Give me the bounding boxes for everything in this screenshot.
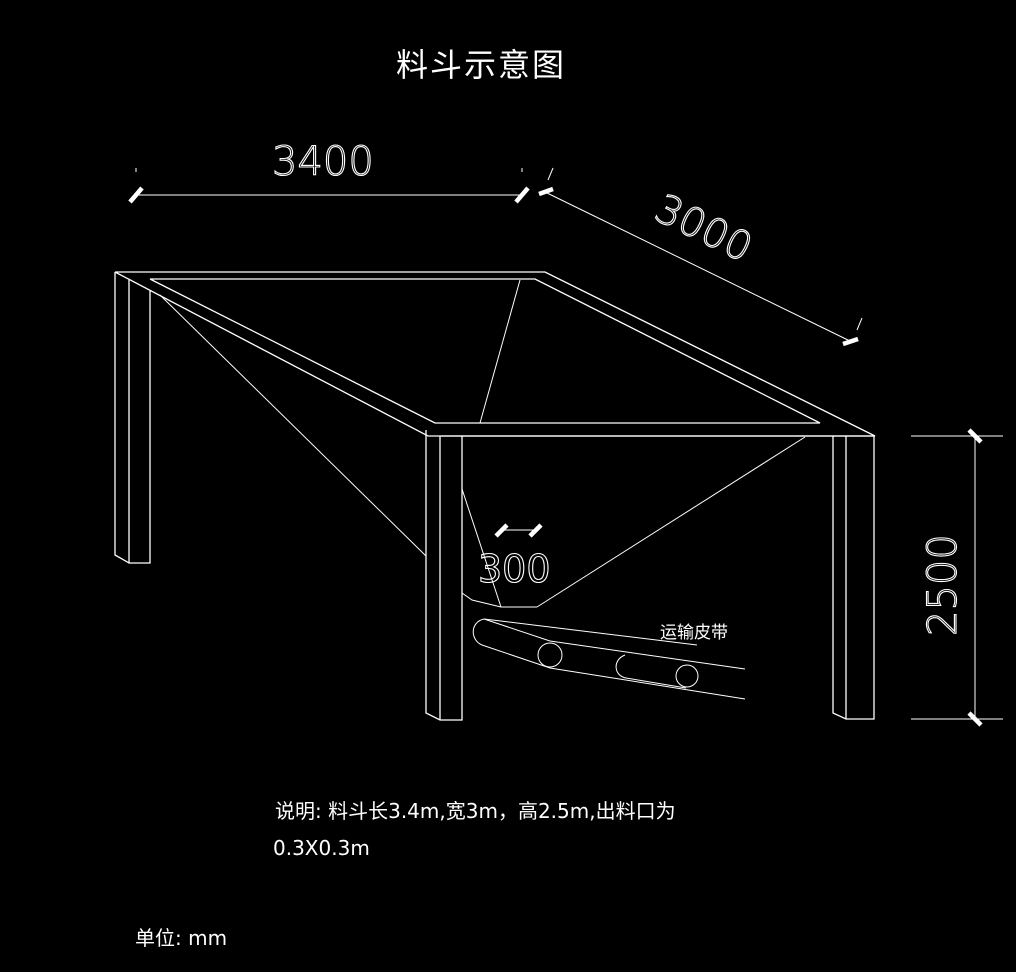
- hopper-frame: [114, 271, 876, 721]
- dimension-tick-icon: [538, 186, 554, 197]
- dimension-height-value: 2500: [920, 534, 966, 636]
- belt-upper-inner: [483, 618, 551, 642]
- dimension-tick-icon: [514, 186, 530, 204]
- belt-upper-edge: [483, 618, 698, 646]
- hopper-funnel: [159, 279, 806, 608]
- dimension-length: 3400: [128, 138, 530, 204]
- leg-back-left: [114, 272, 151, 564]
- dimension-tick-icon: [128, 186, 144, 204]
- dimension-line-width: [544, 191, 853, 343]
- dimension-tick-icon: [528, 523, 543, 538]
- dimension-width: 3000: [538, 167, 863, 347]
- conveyor-belt: 运输皮带: [472, 618, 746, 700]
- funnel-edge-back-right: [479, 279, 521, 424]
- dimension-tick-icon: [842, 336, 859, 347]
- belt-lower-edge: [472, 618, 746, 700]
- funnel-edge-front-right: [536, 436, 806, 608]
- extension-line-bottom: [856, 317, 863, 331]
- roller-icon: [537, 642, 563, 668]
- extension-line-top: [547, 167, 554, 181]
- rim-outer: [114, 271, 876, 437]
- unit-label: 单位: mm: [135, 926, 227, 950]
- dimension-tick-icon: [967, 428, 983, 444]
- dimension-length-value: 3400: [272, 139, 374, 185]
- drawing-title: 料斗示意图: [396, 46, 566, 84]
- funnel-outlet: [461, 592, 537, 608]
- dimension-width-value: 3000: [648, 186, 760, 272]
- dimension-tick-icon: [494, 523, 509, 538]
- leg-front-right: [832, 436, 875, 720]
- funnel-edge-back-left: [159, 294, 427, 557]
- note-line-1: 说明: 料斗长3.4m,宽3m，高2.5m,出料口为: [275, 799, 676, 823]
- roller-icon: [675, 664, 699, 688]
- belt-middle-edge: [549, 640, 746, 670]
- funnel-edge-front-left: [461, 488, 502, 608]
- note-line-2: 0.3X0.3m: [273, 836, 370, 860]
- belt-return-loop: [615, 654, 687, 689]
- conveyor-belt-label: 运输皮带: [660, 623, 728, 643]
- rim-inner: [149, 278, 821, 424]
- dimension-height: 2500: [911, 428, 1003, 727]
- leg-front-left: [425, 430, 463, 721]
- dimension-outlet-value: 300: [478, 547, 551, 591]
- dimension-tick-icon: [967, 711, 983, 727]
- dimension-outlet: 300: [477, 523, 551, 592]
